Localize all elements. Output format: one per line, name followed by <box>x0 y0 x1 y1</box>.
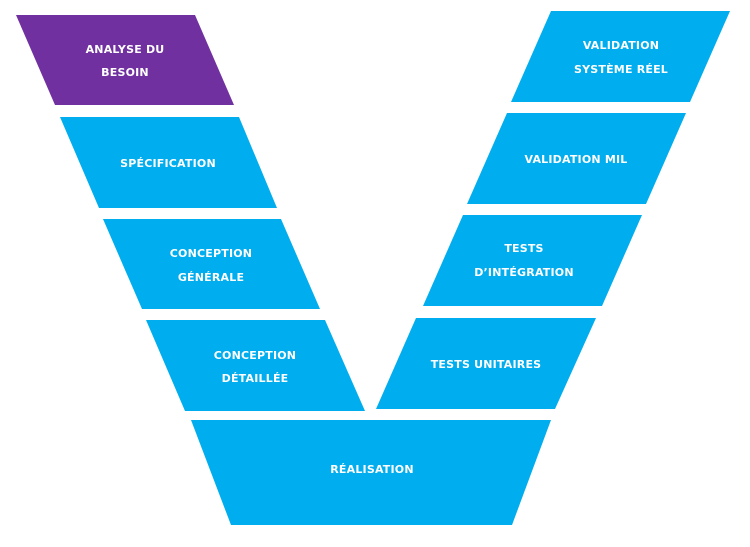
step-conception-detaillee: CONCEPTION DÉTAILLÉE <box>146 320 365 411</box>
step-tests-integration: TESTS D’INTÉGRATION <box>423 215 642 306</box>
step-shape-analyse <box>16 15 234 105</box>
step-conception-generale: CONCEPTION GÉNÉRALE <box>103 219 320 309</box>
step-label-line1: CONCEPTION <box>214 349 296 362</box>
step-label-line1: RÉALISATION <box>330 463 414 476</box>
step-shape-validation-systeme-reel <box>511 11 730 102</box>
step-validation-systeme-reel: VALIDATION SYSTÈME RÉEL <box>511 11 730 102</box>
step-analyse-du-besoin: ANALYSE DU BESOIN <box>16 15 234 105</box>
step-label-line2: GÉNÉRALE <box>178 271 244 284</box>
step-specification: SPÉCIFICATION <box>60 117 277 208</box>
step-validation-mil: VALIDATION MIL <box>467 113 686 204</box>
step-shape-specification <box>60 117 277 208</box>
step-label-line1: TESTS <box>504 242 543 255</box>
step-shape-tests-integration <box>423 215 642 306</box>
step-label-line2: DÉTAILLÉE <box>222 372 289 385</box>
step-tests-unitaires: TESTS UNITAIRES <box>376 318 596 409</box>
step-label-line1: ANALYSE DU <box>86 43 165 56</box>
step-shape-tests-unitaires <box>376 318 596 409</box>
step-shape-conception-generale <box>103 219 320 309</box>
step-label-line2: SYSTÈME RÉEL <box>574 63 668 76</box>
step-realisation: RÉALISATION <box>191 420 551 525</box>
step-label-line2: BESOIN <box>101 66 149 79</box>
step-label-line1: VALIDATION MIL <box>524 153 627 166</box>
step-shape-realisation <box>191 420 551 525</box>
step-shape-conception-detaillee <box>146 320 365 411</box>
step-shape-validation-mil <box>467 113 686 204</box>
step-label-line1: VALIDATION <box>583 39 659 52</box>
step-label-line2: D’INTÉGRATION <box>474 266 574 279</box>
step-label-line1: SPÉCIFICATION <box>120 157 216 170</box>
step-label-line1: CONCEPTION <box>170 247 252 260</box>
step-label-line1: TESTS UNITAIRES <box>431 358 542 371</box>
